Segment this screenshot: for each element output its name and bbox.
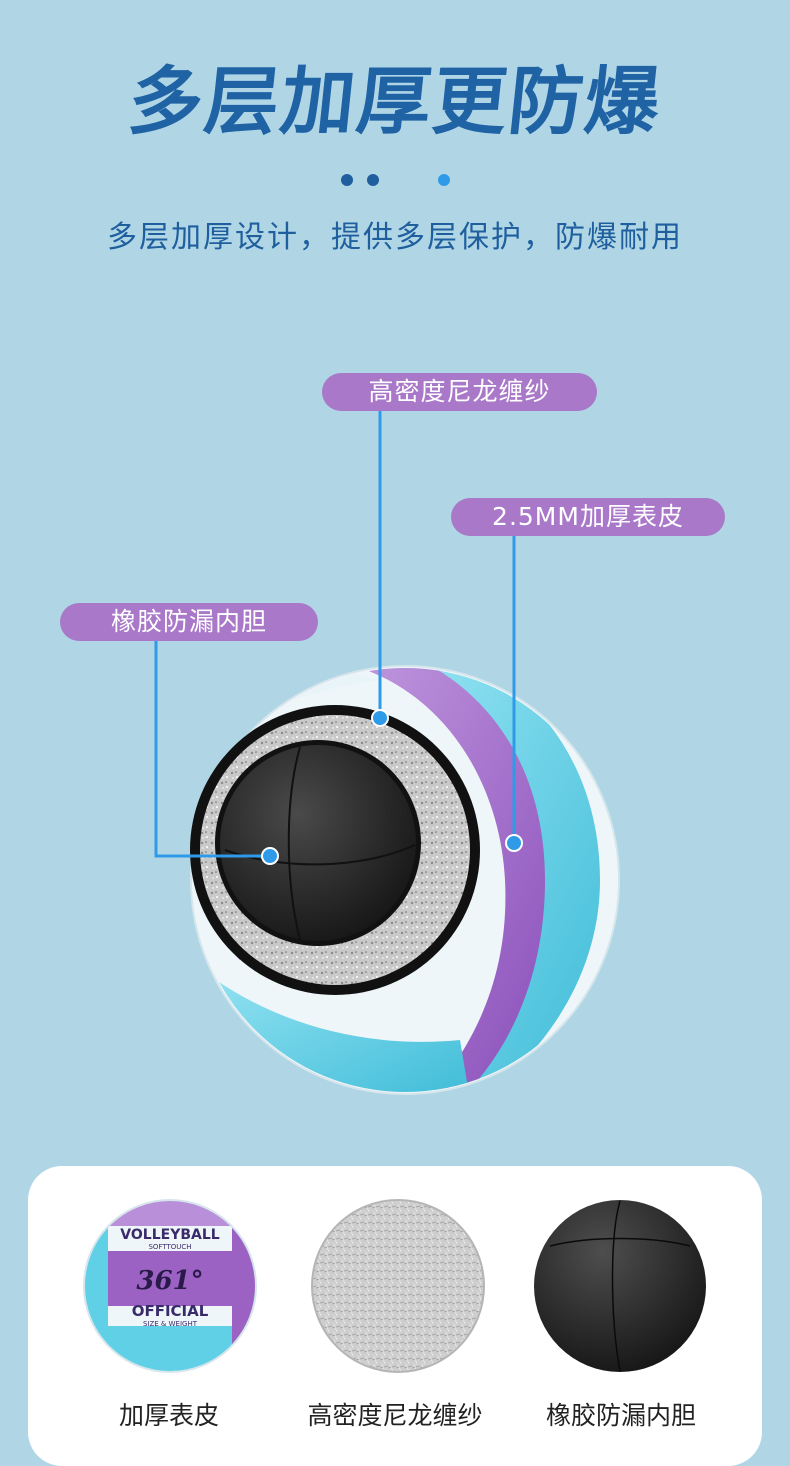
ball-official-text: OFFICIAL xyxy=(132,1302,209,1320)
layer-label-bladder: 橡胶防漏内胆 xyxy=(545,1401,696,1430)
callout-skin: 2.5MM加厚表皮 xyxy=(451,498,725,536)
dot-dark-2 xyxy=(367,174,379,186)
ball-logo-text: 361° xyxy=(136,1266,203,1296)
ball-brand-text: VOLLEYBALL xyxy=(120,1227,219,1243)
ball-cutaway-icon xyxy=(154,405,620,1095)
skin-ball-icon: VOLLEYBALL SOFTTOUCH 361° OFFICIAL SIZE … xyxy=(83,1199,257,1373)
page-subtitle: 多层加厚设计，提供多层保护，防爆耐用 xyxy=(107,220,683,255)
layer-label-skin: 加厚表皮 xyxy=(118,1401,219,1430)
callout-nylon: 高密度尼龙缠纱 xyxy=(322,373,597,411)
bladder-ball-icon xyxy=(534,1200,706,1372)
dot-dark-1 xyxy=(341,174,353,186)
dot-light xyxy=(438,174,450,186)
decorative-dots xyxy=(0,174,790,188)
ball-size-text: SIZE & WEIGHT xyxy=(143,1320,198,1328)
layer-label-nylon: 高密度尼龙缠纱 xyxy=(307,1401,483,1430)
ball-sub-text: SOFTTOUCH xyxy=(148,1243,191,1251)
callout-bladder: 橡胶防漏内胆 xyxy=(60,603,318,641)
nylon-ball-icon xyxy=(311,1199,485,1373)
